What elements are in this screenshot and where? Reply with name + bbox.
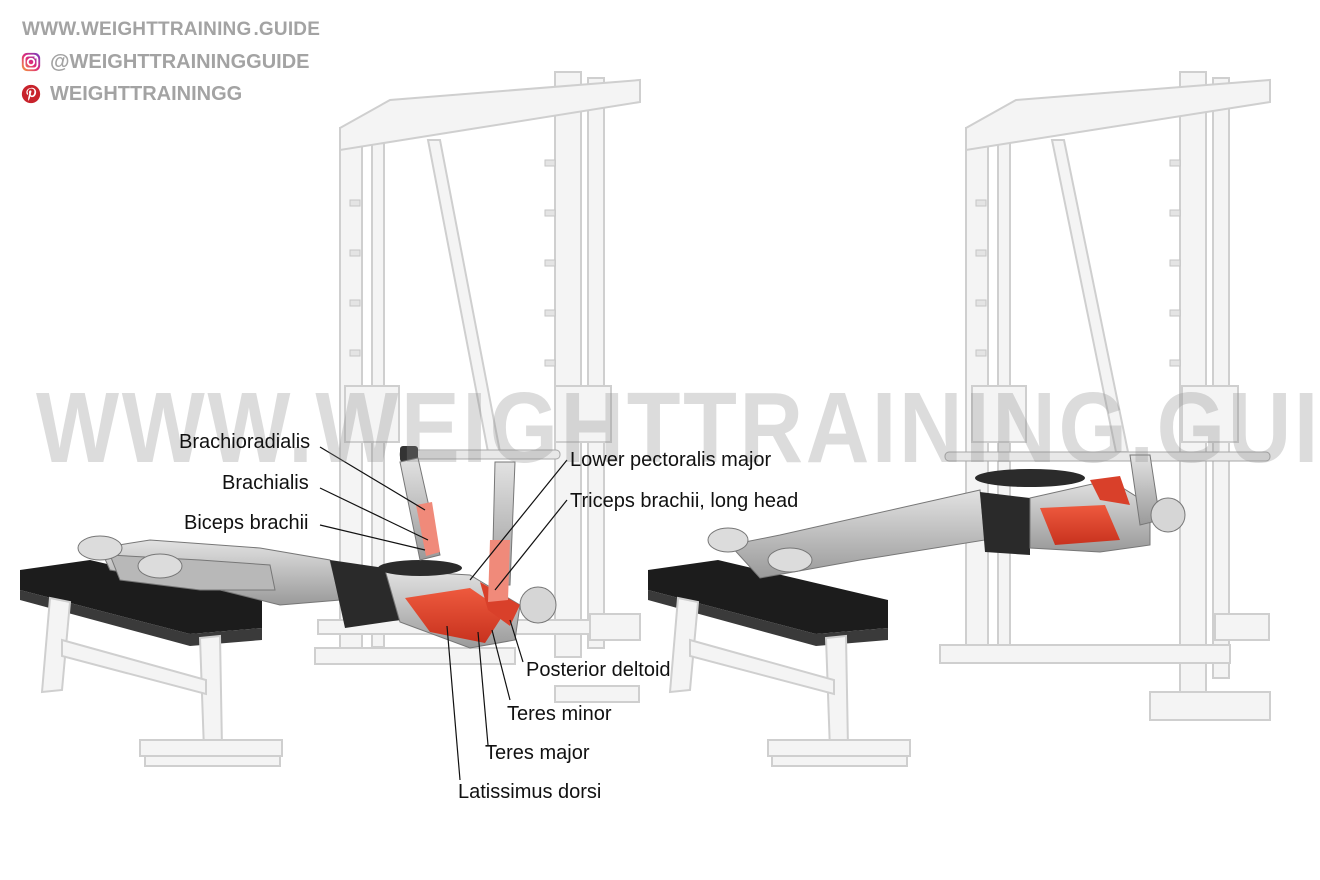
label-lower-pectoralis-major: Lower pectoralis major — [570, 449, 772, 471]
instagram-icon — [21, 52, 41, 72]
barbell-left — [399, 446, 561, 462]
pinterest-link[interactable]: WEIGHTTRAININGG — [20, 78, 320, 110]
watermark: WWW.WEIGHTTRAINING.GUIDE — [36, 372, 1320, 484]
label-brachioradialis: Brachioradialis — [179, 431, 311, 453]
site-url-suffix: .GUIDE — [253, 19, 321, 40]
pinterest-handle: WEIGHTTRAININGG — [50, 82, 243, 105]
label-brachialis: Brachialis — [222, 472, 309, 494]
label-teres-major: Teres major — [485, 742, 590, 764]
smith-rack-hooks-left — [349, 159, 556, 367]
leader-lines — [319, 446, 568, 781]
label-biceps-brachii: Biceps brachii — [184, 512, 309, 534]
label-triceps-long-head: Triceps brachii, long head — [570, 490, 799, 512]
instagram-link[interactable]: @WEIGHTTRAININGGUIDE — [20, 46, 320, 78]
site-url-main: WWW.WEIGHTTRAINING — [22, 19, 252, 40]
figure-right — [707, 454, 1186, 579]
label-posterior-deltoid: Posterior deltoid — [526, 659, 671, 681]
barbell-right — [944, 451, 1271, 462]
pinterest-icon — [21, 84, 41, 104]
site-url[interactable]: WWW.WEIGHTTRAINING.GUIDE — [20, 14, 320, 46]
label-teres-minor: Teres minor — [507, 703, 612, 725]
figure-left — [77, 457, 557, 649]
label-latissimus-dorsi: Latissimus dorsi — [458, 781, 602, 803]
branding: WWW.WEIGHTTRAINING.GUIDE @WEIGHTTRAINING… — [20, 14, 320, 110]
bench-left — [20, 560, 283, 767]
smith-rack-hooks-right — [975, 159, 1181, 367]
bench-right — [648, 560, 911, 767]
instagram-handle: @WEIGHTTRAININGGUIDE — [50, 50, 310, 73]
